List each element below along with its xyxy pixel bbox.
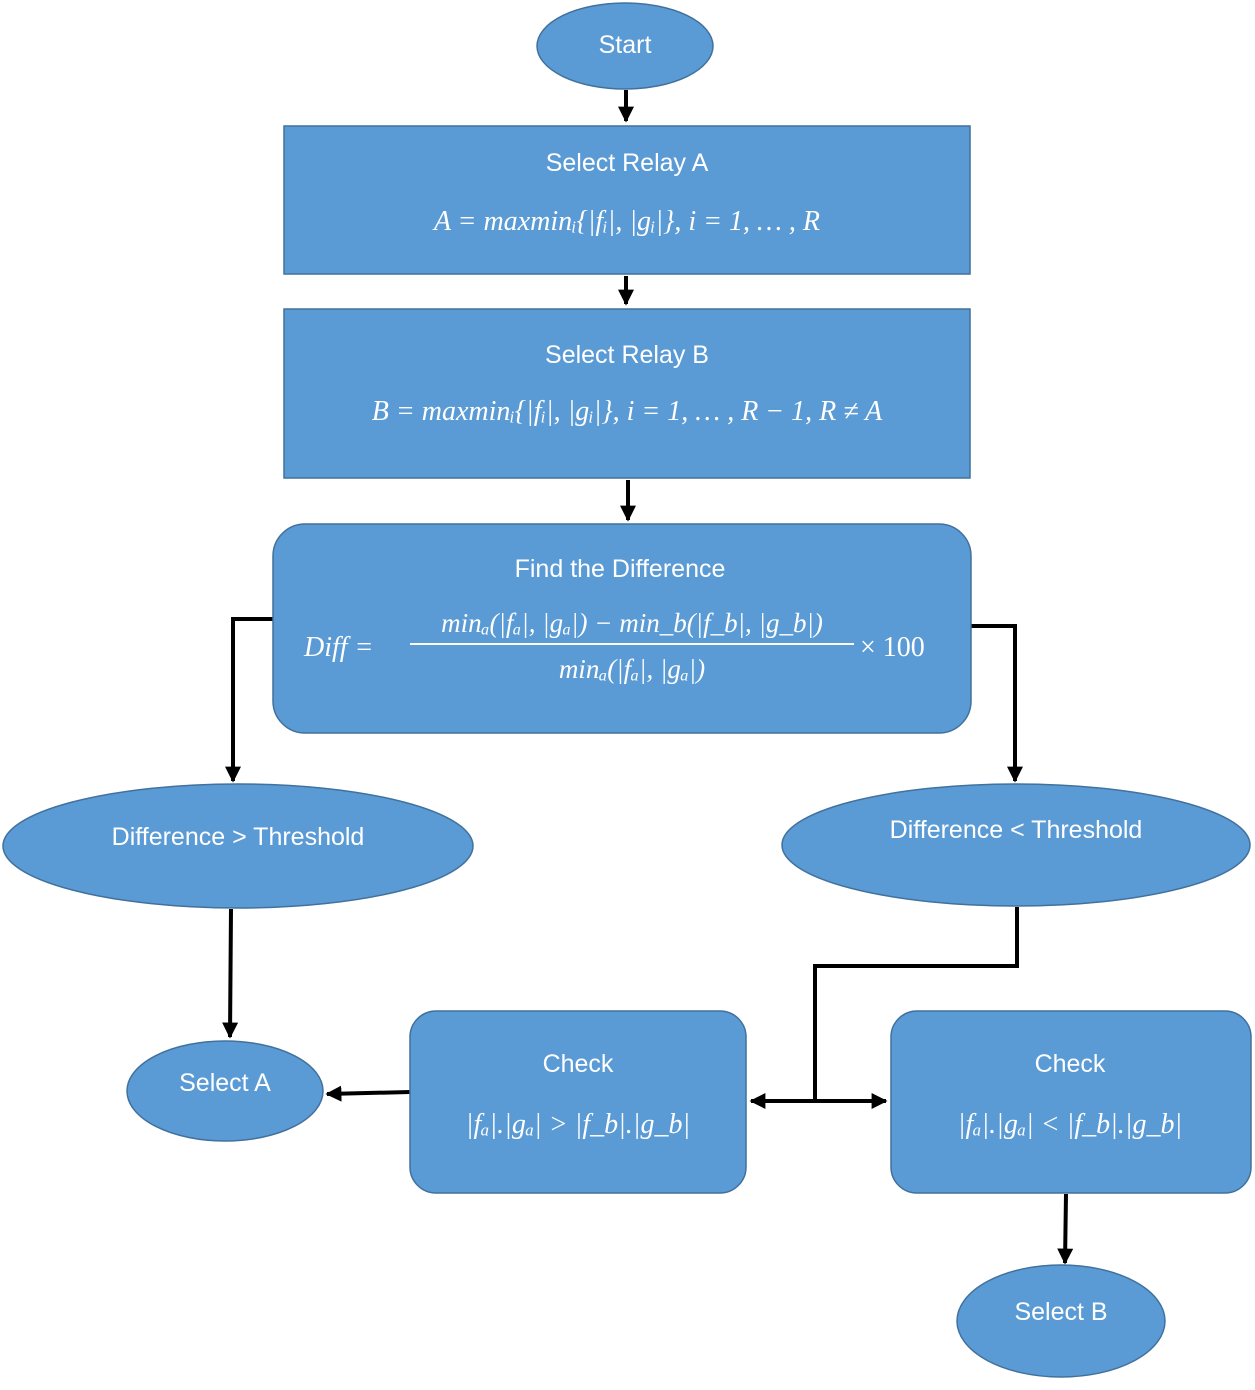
start-node: Start: [536, 2, 714, 90]
select-relay-a-title: Select Relay A: [546, 149, 709, 177]
arrow-difference-to-less: [971, 624, 1023, 783]
check-a-box: Check |fₐ|.|gₐ| > |f_b|.|g_b|: [409, 1010, 747, 1194]
select-relay-a-formula: A = maxminᵢ{|fᵢ|, |gᵢ|}, i = 1, … , R: [432, 206, 820, 237]
select-b-label: Select B: [1014, 1298, 1107, 1326]
check-a-title: Check: [543, 1050, 614, 1078]
connectors: [222, 90, 1074, 1265]
start-label: Start: [599, 31, 652, 59]
check-b-formula: |fₐ|.|gₐ| < |f_b|.|g_b|: [958, 1109, 1182, 1140]
select-relay-a-box: Select Relay A A = maxminᵢ{|fᵢ|, |gᵢ|}, …: [283, 125, 971, 275]
select-relay-b-formula: B = maxminᵢ{|fᵢ|, |gᵢ|}, i = 1, … , R − …: [372, 396, 883, 427]
difference-less-node: Difference < Threshold: [781, 783, 1251, 907]
find-difference-box: Find the Difference Diff = minₐ(|fₐ|, |g…: [272, 523, 972, 734]
select-a-label: Select A: [179, 1069, 271, 1097]
difference-factor: × 100: [860, 632, 925, 663]
difference-numerator: minₐ(|fₐ|, |gₐ|) − min_b(|f_b|, |g_b|): [441, 608, 823, 638]
difference-denominator: minₐ(|fₐ|, |gₐ|): [559, 654, 705, 684]
check-a-formula: |fₐ|.|gₐ| > |f_b|.|g_b|: [466, 1109, 690, 1140]
difference-less-label: Difference < Threshold: [890, 816, 1143, 844]
difference-lhs: Diff =: [303, 632, 373, 663]
arrow-greater-to-select-a: [222, 908, 239, 1039]
arrow-check-a-to-select-a: [325, 1085, 411, 1102]
difference-greater-node: Difference > Threshold: [2, 783, 474, 909]
check-b-box: Check |fₐ|.|gₐ| < |f_b|.|g_b|: [890, 1010, 1252, 1194]
arrow-difference-to-greater: [225, 617, 273, 783]
select-relay-b-box: Select Relay B B = maxminᵢ{|fᵢ|, |gᵢ|}, …: [283, 308, 971, 479]
select-a-node: Select A: [126, 1040, 324, 1142]
select-relay-b-title: Select Relay B: [545, 341, 709, 369]
difference-greater-label: Difference > Threshold: [112, 823, 365, 851]
check-b-title: Check: [1035, 1050, 1106, 1078]
select-b-node: Select B: [956, 1264, 1166, 1378]
arrow-check-b-to-select-b: [1057, 1193, 1074, 1265]
find-difference-title: Find the Difference: [515, 555, 726, 583]
connector-less-to-split: [813, 907, 1019, 1101]
